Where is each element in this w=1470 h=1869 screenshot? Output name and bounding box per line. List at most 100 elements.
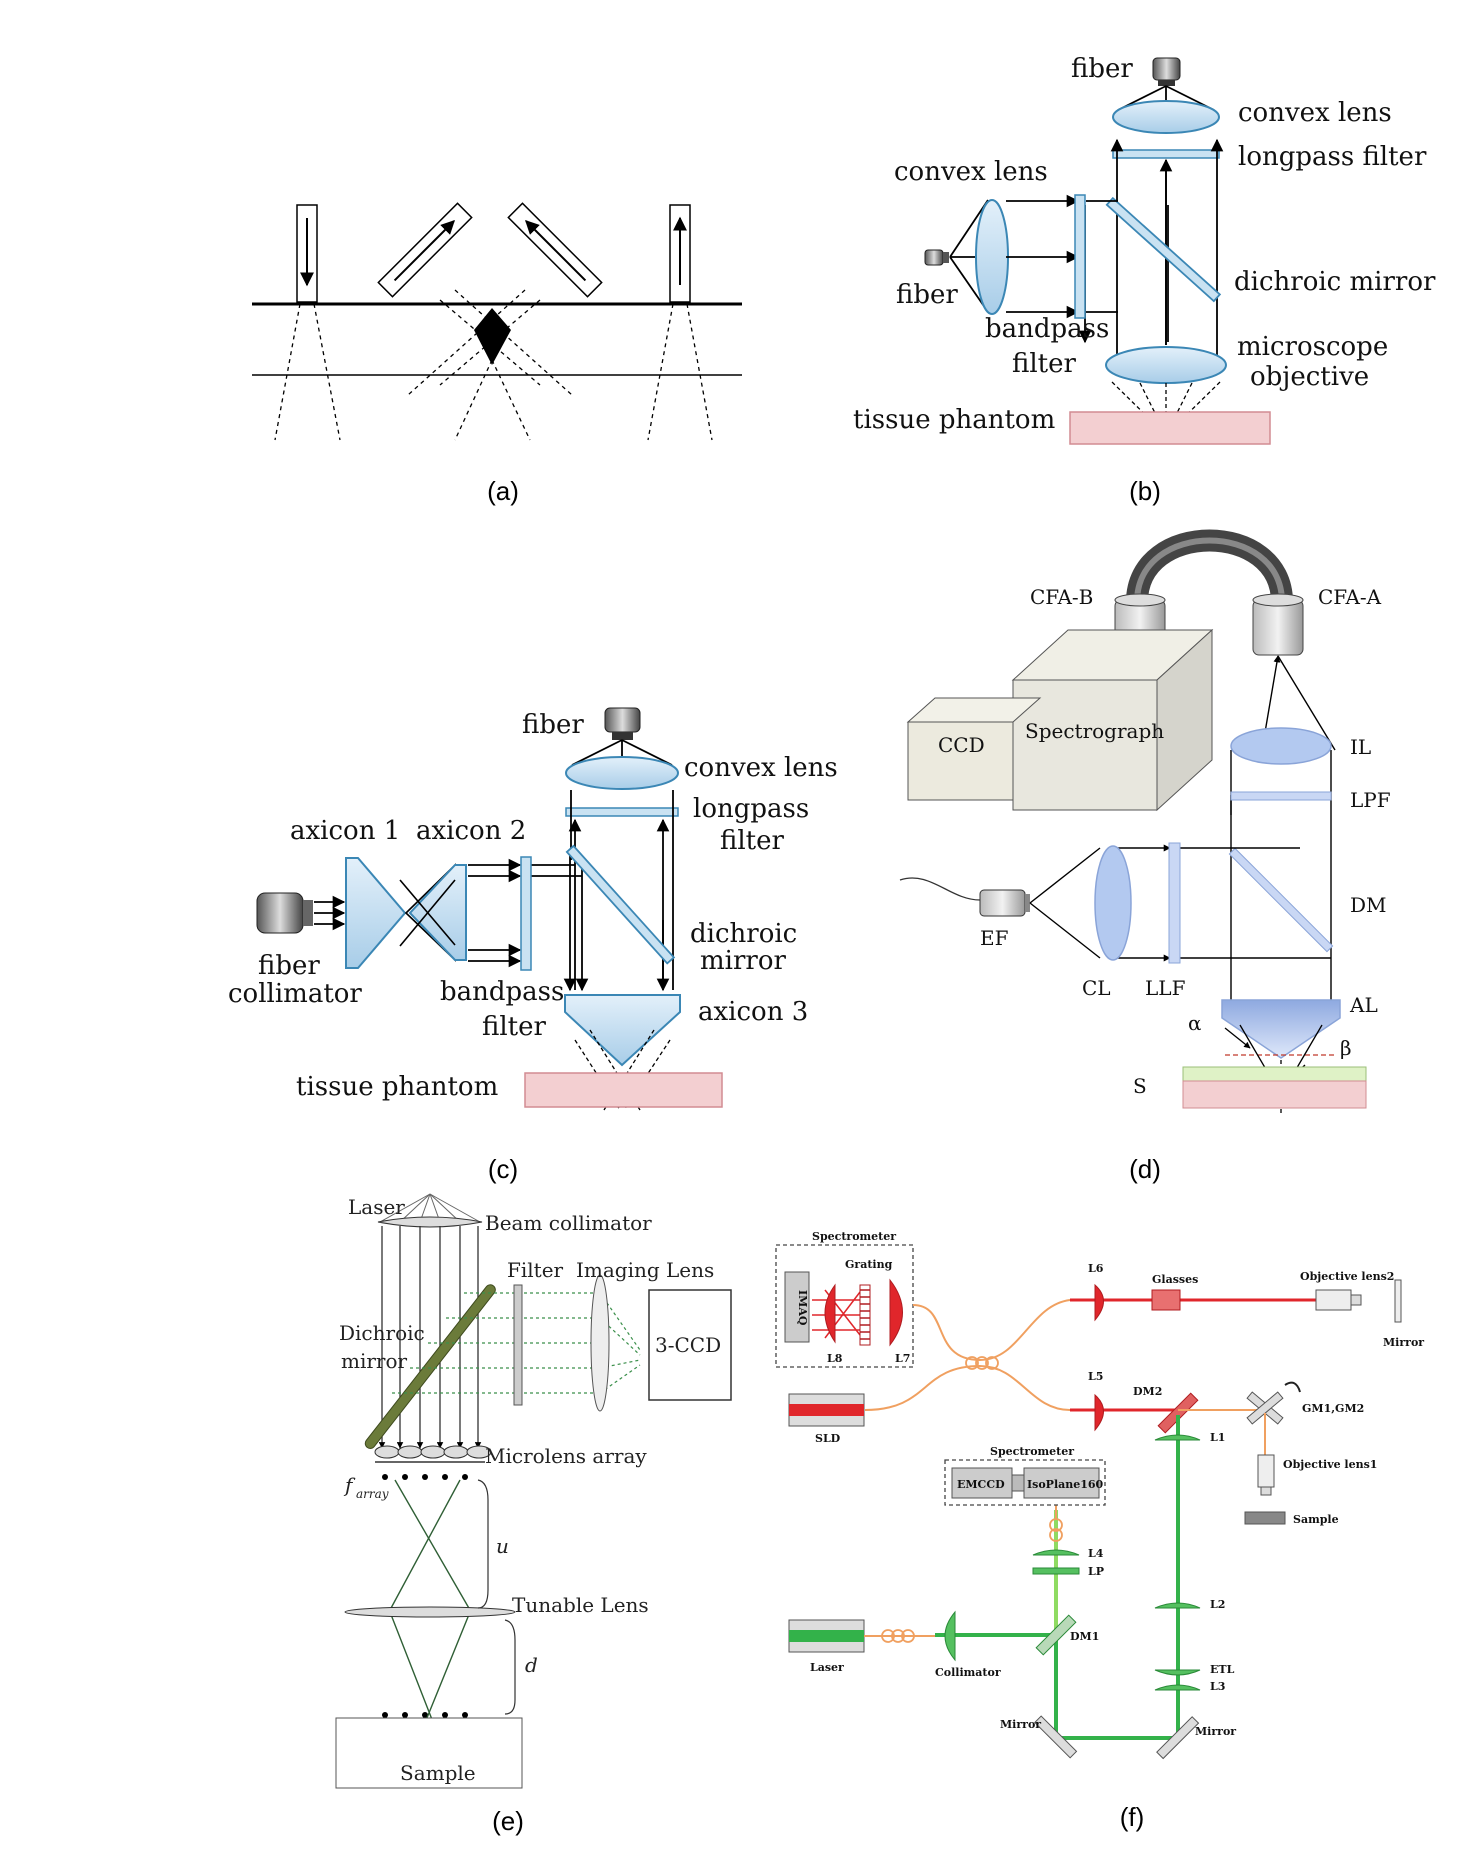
label-longpass-filter: longpass filter (1238, 142, 1427, 172)
label-convex-lens-c: convex lens (684, 753, 838, 783)
label-bandpass-filter-c: filter (482, 1012, 546, 1042)
bandpass-filter-c-icon (520, 856, 532, 971)
microlens-array-icon (374, 1445, 492, 1459)
objective-lens1-icon (1257, 1454, 1275, 1488)
label-cfa-a: CFA-A (1318, 585, 1382, 609)
mirror-br-icon (1156, 1716, 1200, 1760)
imaging-lens-icon (1230, 727, 1332, 765)
panel-f: Spectrometer Grating IMAQ L8 L7 L6 Glass… (775, 1230, 1424, 1832)
label-isoplane: IsoPlane160 (1027, 1478, 1104, 1491)
sld-icon (788, 1393, 865, 1427)
label-sld: SLD (815, 1432, 841, 1445)
dm1-icon (1035, 1614, 1077, 1656)
label-bandpass: bandpass (985, 314, 1109, 344)
label-emccd: EMCCD (957, 1478, 1005, 1491)
caption-e: (e) (492, 1806, 524, 1836)
glasses-icon (1151, 1289, 1181, 1311)
fiber-collimator-icon (256, 892, 313, 934)
label-dichroic-e: Dichroic (339, 1321, 425, 1345)
probe-collect-icon (507, 202, 603, 298)
bandpass-filter-b-icon (1074, 194, 1086, 319)
emccd-icon (951, 1467, 1013, 1499)
al-axicon-icon (1221, 999, 1341, 1059)
label-spectrometer-mid: Spectrometer (990, 1445, 1074, 1458)
dm2-icon (1157, 1392, 1199, 1434)
label-microscope: microscope (1237, 332, 1388, 362)
caption-b: (b) (1129, 476, 1161, 506)
ef-icon (979, 889, 1030, 917)
label-dm2: DM2 (1133, 1385, 1162, 1398)
label-cl: CL (1082, 976, 1111, 1000)
label-mirror-br: Mirror (1195, 1725, 1236, 1738)
gm-mirrors-icon (1246, 1381, 1301, 1425)
convex-lens-top-icon (1112, 100, 1220, 134)
label-laser-e: Laser (348, 1195, 405, 1219)
dichroic-mirror-b-icon (1105, 196, 1222, 303)
label-s: S (1133, 1074, 1147, 1098)
imaging-lens-e-icon (590, 1274, 610, 1412)
cl-lens-icon (1094, 845, 1132, 961)
lens-l5-icon (1094, 1393, 1104, 1432)
tissue-phantom-c (524, 1072, 723, 1108)
label-spectrograph: Spectrograph (1025, 719, 1164, 743)
label-bandpass-c: bandpass (440, 977, 564, 1007)
label-fiber-left: fiber (896, 280, 958, 310)
mirror-bl-icon (1034, 1715, 1078, 1759)
panel-e: Laser Beam collimator Filter Imaging Len… (335, 1193, 732, 1836)
convex-lens-c-icon (565, 756, 679, 790)
cfa-a-icon (1252, 593, 1304, 656)
overlap-volume-icon (474, 308, 511, 365)
longpass-filter-c-icon (565, 807, 679, 817)
llf-icon (1168, 842, 1181, 964)
label-f-array-sub: array (356, 1487, 389, 1501)
label-filter: filter (1012, 349, 1076, 379)
beam-collimator-icon (377, 1216, 483, 1228)
label-laser-f: Laser (810, 1661, 844, 1674)
ccd-box-icon (906, 697, 1042, 801)
label-il: IL (1350, 735, 1371, 759)
label-dm-d: DM (1350, 893, 1387, 917)
label-mirror-bl: Mirror (1000, 1718, 1041, 1731)
label-l8: L8 (827, 1352, 843, 1365)
label-mirror-e: mirror (341, 1349, 408, 1373)
label-tissue-phantom-c: tissue phantom (296, 1072, 498, 1102)
label-u: u (496, 1534, 509, 1558)
label-fiber-collimator-2: collimator (228, 979, 362, 1009)
label-axicon-2: axicon 2 (416, 816, 526, 846)
label-mirror-c: mirror (700, 946, 786, 976)
mirror-right-icon (1394, 1279, 1402, 1323)
label-objective: objective (1250, 362, 1369, 392)
axicon-2-icon (408, 864, 467, 961)
grating-icon (859, 1284, 871, 1346)
longpass-filter-icon (1112, 149, 1220, 159)
lens-l7-icon (889, 1278, 903, 1347)
label-sample-e: Sample (400, 1761, 476, 1785)
sample-f-icon (1244, 1511, 1286, 1525)
label-beta: β (1340, 1036, 1352, 1060)
label-l6: L6 (1088, 1262, 1104, 1275)
ccd-e-icon (648, 1289, 732, 1401)
caption-a: (a) (487, 476, 519, 506)
label-alpha: α (1188, 1011, 1202, 1035)
label-tunable-lens: Tunable Lens (512, 1593, 649, 1617)
fiber-coupler-icon (965, 1356, 999, 1370)
label-al: AL (1349, 993, 1378, 1017)
label-spectrometer-top: Spectrometer (812, 1230, 896, 1243)
sample-layer-bottom (1182, 1080, 1367, 1109)
tunable-lens-icon (344, 1606, 516, 1618)
fiber-top-icon (1152, 57, 1181, 81)
label-objective2: Objective lens2 (1300, 1270, 1394, 1283)
label-microlens-array: Microlens array (485, 1444, 647, 1468)
label-tissue-phantom-b: tissue phantom (853, 405, 1055, 435)
fiber-left-icon (924, 249, 949, 266)
imaq-icon (784, 1271, 810, 1343)
lp-f-icon (1032, 1567, 1080, 1575)
lens-l8-icon (824, 1283, 836, 1344)
label-sample-f: Sample (1293, 1513, 1339, 1526)
label-fiber-c: fiber (522, 710, 584, 740)
label-axicon-3: axicon 3 (698, 997, 808, 1027)
panel-a: (a) (252, 202, 742, 506)
lens-etl-icon (1154, 1669, 1201, 1676)
label-longpass-c: longpass (693, 794, 809, 824)
